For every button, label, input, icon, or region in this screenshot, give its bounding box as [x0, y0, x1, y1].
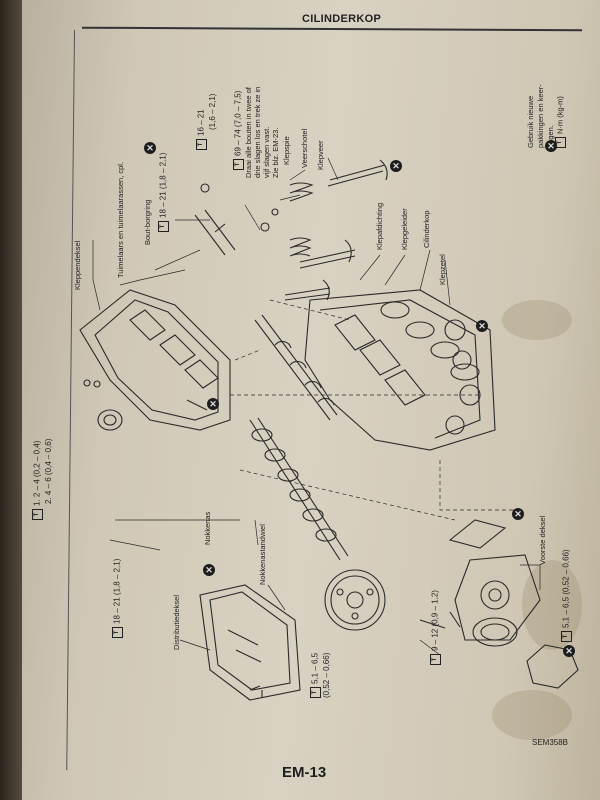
replace-part-icon: ✕	[512, 508, 524, 520]
label-klepzetel: Klepzetel	[438, 254, 447, 285]
label-draai-2: drie slagen los en trek ze in	[253, 86, 262, 178]
label-klepveer: Klepveer	[316, 140, 325, 170]
legend-line-1: Gebruik nieuwe	[526, 95, 535, 148]
replace-part-icon: ✕	[390, 160, 402, 172]
replace-part-icon: ✕	[563, 645, 575, 657]
oil-seal	[472, 617, 518, 647]
replace-part-icon: ✕	[476, 320, 488, 332]
label-kleppendeksel: Kleppendeksel	[73, 240, 82, 290]
label-nokkenastandwiel: Nokkenastandwiel	[258, 524, 267, 585]
label-voorste-deksel: Voorste deksel	[538, 515, 547, 565]
label-tuimelaars: Tuimelaars en tuimelaarassen, cpl.	[116, 161, 125, 278]
page-number: EM-13	[282, 764, 327, 781]
label-veerschotel: Veerschotel	[300, 128, 309, 168]
valve	[327, 164, 386, 187]
valve-cover	[79, 289, 231, 431]
replace-part-icon: ✕	[144, 142, 156, 154]
label-cilinderkop: Cilinderkop	[422, 210, 431, 248]
label-bout-borgring: Bout-borgring	[143, 199, 152, 245]
label-distributiedeksel: Distributiedeksel	[172, 594, 181, 650]
label-nokkenas: Nokkenas	[203, 511, 212, 545]
label-draai-3: vijf slagen vast.	[262, 126, 271, 178]
torque-top-kgm: (1,6 – 2,1)	[208, 93, 217, 130]
torque-icon: T	[561, 631, 572, 642]
replace-part-icon: ✕	[203, 564, 215, 576]
torque-cam: T18 – 21 (1,8 – 2,1)	[112, 559, 123, 638]
torque-icon: T	[32, 509, 43, 520]
label-draai-4: Zie blz. EM-23.	[271, 127, 280, 178]
rocker-assembly	[254, 314, 338, 421]
torque-head: T69 – 74 (7,0 – 7,5)	[233, 91, 244, 170]
cylinder-head	[304, 289, 496, 451]
timing-cover	[199, 584, 301, 701]
page-title: CILINDERKOP	[302, 13, 382, 25]
torque-cover-1: T1. 2 – 4 (0,2 – 0,4)	[32, 441, 43, 520]
torque-icon: T	[196, 139, 207, 150]
torque-top: T16 – 21	[196, 109, 207, 150]
figure-code: SEM358B	[532, 738, 569, 747]
torque-dist-1: T5,1 – 6,5	[310, 653, 321, 698]
torque-icon: T	[112, 627, 123, 638]
oil-cap	[97, 409, 123, 431]
torque-icon: T	[310, 687, 321, 698]
page-stain	[492, 690, 572, 740]
camshaft-sprocket	[324, 569, 386, 631]
legend-line-2: pakkingen en keer-	[536, 84, 545, 148]
label-draai-1: Draai alle bouten in twee of	[244, 87, 253, 178]
torque-icon: T	[158, 221, 169, 232]
torque-sprocket: T9 – 12 (0,9 – 1,2)	[430, 590, 441, 665]
front-cover	[454, 554, 541, 641]
torque-dist-2: (0,52 – 0,66)	[322, 652, 331, 698]
torque-icon: T	[430, 654, 441, 665]
torque-rocker: T18 – 21 (1,8 – 2,1)	[158, 153, 169, 232]
torque-cover-2: 2. 4 – 6 (0,4 – 0,6)	[44, 438, 53, 504]
valve-spring	[289, 237, 312, 257]
label-klepgeleider: Klepgeleider	[400, 208, 409, 250]
label-klepspie: Klepspie	[282, 136, 291, 165]
page-stain	[502, 300, 572, 340]
manual-page: CILINDERKOP	[22, 0, 600, 800]
legend-torque: TN·m (kg-m)	[555, 96, 566, 148]
torque-front: T5,1 – 6,5 (0,52 – 0,66)	[561, 549, 572, 642]
replace-part-icon: ✕	[545, 140, 557, 152]
torque-icon: T	[233, 159, 244, 170]
replace-part-icon: ✕	[207, 398, 219, 410]
label-klepafdichting: Klepafdichting	[375, 202, 384, 250]
